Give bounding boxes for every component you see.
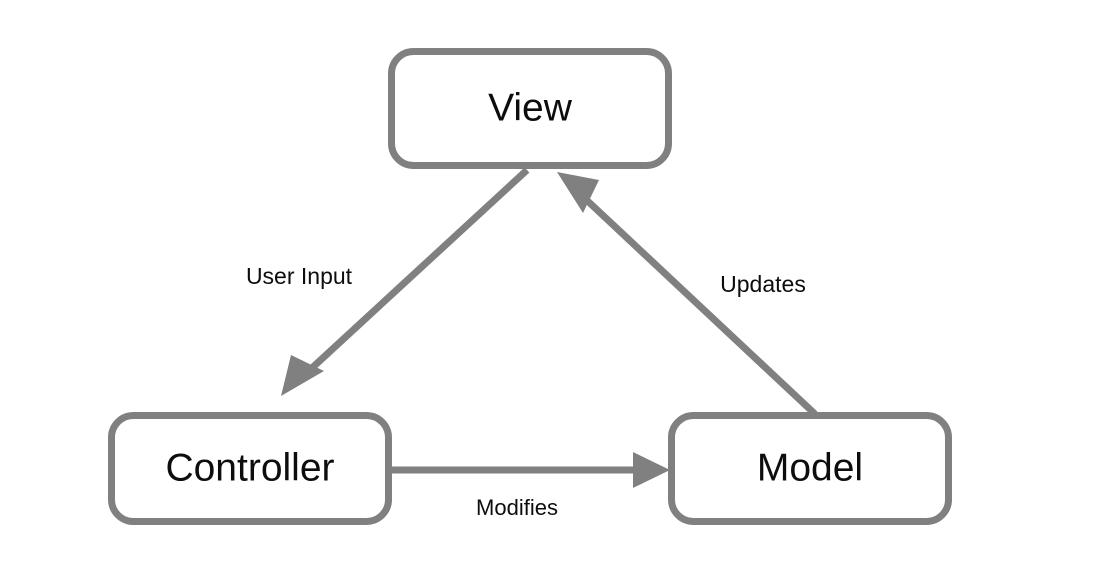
edge-model-to-view xyxy=(557,172,818,417)
node-model[interactable]: Model xyxy=(668,412,952,525)
model-box[interactable] xyxy=(668,412,952,525)
edge-label-modifies: Modifies xyxy=(476,495,558,520)
updates-arrow-line xyxy=(575,189,818,417)
edge-controller-to-model xyxy=(392,452,670,488)
updates-arrowhead xyxy=(557,172,599,213)
user-input-arrow-line xyxy=(297,167,530,382)
model-label: Model xyxy=(757,446,863,489)
node-view[interactable]: View xyxy=(388,48,672,169)
edge-label-updates: Updates xyxy=(720,271,806,297)
controller-label: Controller xyxy=(165,446,334,489)
edge-label-user-input: User Input xyxy=(246,263,353,289)
modifies-arrowhead xyxy=(633,452,670,488)
controller-box[interactable] xyxy=(108,412,392,525)
node-controller[interactable]: Controller xyxy=(108,412,392,525)
view-label: View xyxy=(488,86,573,129)
user-input-arrowhead xyxy=(281,355,324,396)
edge-view-to-controller xyxy=(281,167,530,396)
view-box[interactable] xyxy=(388,48,672,169)
